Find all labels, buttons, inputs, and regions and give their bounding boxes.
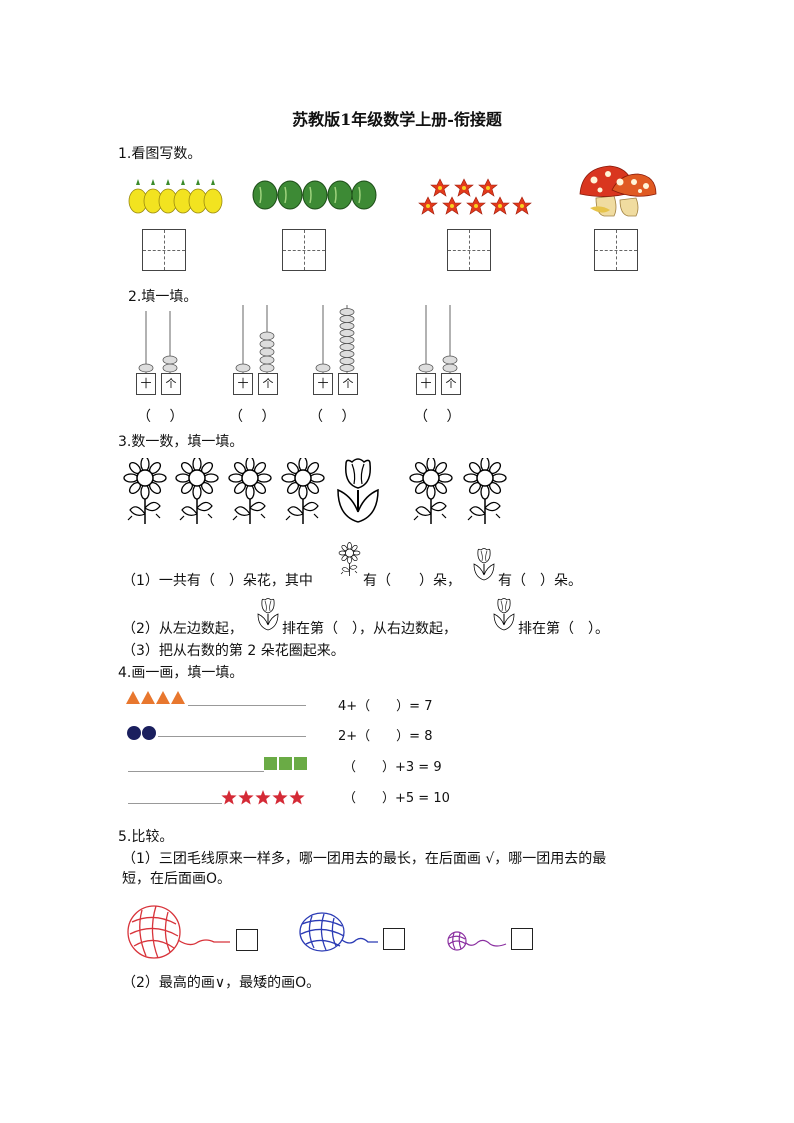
- blue-yarn-ball: [299, 912, 378, 952]
- abacus-4: [418, 305, 458, 373]
- answer-grid-2[interactable]: [282, 229, 326, 271]
- squares-row: [264, 757, 307, 770]
- answer-box-red[interactable]: [236, 929, 258, 951]
- daisy-flower-6: [463, 458, 507, 525]
- tulip-flower: [337, 458, 379, 523]
- tens-box-1: 十: [136, 373, 156, 395]
- equation-1: 4+（ ）= 7: [338, 699, 433, 714]
- q3-line2-part1: （2）从左边数起，: [122, 621, 243, 637]
- q3-line3: （3）把从右数的第 2 朵花圈起来。: [122, 643, 345, 659]
- triangle-2: [141, 691, 155, 704]
- q3-line2-part2: 排在第（ ），从右边数起，: [282, 621, 457, 637]
- dot-circle-1: [127, 726, 141, 740]
- q3-heading: 3.数一数，填一填。: [118, 434, 244, 450]
- daisy-flower-4: [281, 458, 325, 525]
- square-2: [279, 757, 292, 770]
- blank-1[interactable]: （ ）: [137, 409, 184, 425]
- q5-p2: （2）最高的画∨，最矮的画O。: [122, 975, 321, 991]
- tulip-icon: [493, 598, 515, 631]
- q5-heading: 5.比较。: [118, 829, 174, 845]
- triangle-3: [156, 691, 170, 704]
- page-title: 苏教版1年级数学上册-衔接题: [292, 110, 502, 129]
- triangle-1: [126, 691, 140, 704]
- peppers-picture: [252, 180, 377, 210]
- answer-line-1[interactable]: [188, 705, 306, 706]
- square-3: [294, 757, 307, 770]
- q4-heading: 4.画一画，填一填。: [118, 665, 244, 681]
- answer-grid-1[interactable]: [142, 229, 186, 271]
- q3-line1-part1: （1）一共有（ ）朵花，其中: [122, 573, 313, 589]
- dot-circle-2: [142, 726, 156, 740]
- triangles-row: [126, 691, 185, 704]
- daisy-icon: [338, 542, 361, 577]
- circles-row: [127, 726, 156, 740]
- blank-4[interactable]: （ ）: [414, 409, 461, 425]
- tulip-icon: [473, 548, 495, 581]
- answer-line-4[interactable]: [128, 803, 222, 804]
- q1-heading: 1.看图写数。: [118, 146, 202, 162]
- red-flowers-picture: [418, 178, 532, 215]
- q5-p1-line1: （1）三团毛线原来一样多，哪一团用去的最长，在后面画 √，哪一团用去的最: [122, 851, 607, 867]
- answer-box-blue[interactable]: [383, 928, 405, 950]
- ones-box-2: 个: [258, 373, 278, 395]
- daisy-flower-5: [409, 458, 453, 525]
- star-3: [255, 790, 271, 805]
- star-1: [221, 790, 237, 805]
- q3-line1-part3: 有（ ）朵。: [498, 573, 582, 589]
- daisy-flower-2: [175, 458, 219, 525]
- abacus-1: [138, 311, 178, 373]
- blank-2[interactable]: （ ）: [229, 409, 276, 425]
- square-1: [264, 757, 277, 770]
- star-2: [238, 790, 254, 805]
- answer-line-3[interactable]: [128, 771, 264, 772]
- blank-3[interactable]: （ ）: [309, 409, 356, 425]
- equation-2: 2+（ ）= 8: [338, 729, 433, 744]
- pears-picture: [128, 179, 223, 214]
- abacus-3: [315, 305, 355, 373]
- tens-box-2: 十: [233, 373, 253, 395]
- triangle-4: [171, 691, 185, 704]
- daisy-flower-3: [228, 458, 272, 525]
- tulip-icon: [257, 598, 279, 631]
- abacus-2: [235, 305, 275, 373]
- answer-box-purple[interactable]: [511, 928, 533, 950]
- q2-heading: 2.填一填。: [128, 289, 198, 305]
- red-yarn-ball: [127, 905, 230, 959]
- tens-box-3: 十: [313, 373, 333, 395]
- stars-row: [221, 790, 305, 805]
- ones-box-3: 个: [338, 373, 358, 395]
- q3-line1-part2: 有（ ）朵，: [363, 573, 461, 589]
- q3-line2-part3: 排在第（ ）。: [518, 621, 609, 637]
- answer-line-2[interactable]: [158, 736, 306, 737]
- purple-yarn-ball: [447, 931, 507, 951]
- mushrooms-picture: [579, 165, 657, 217]
- ones-box-4: 个: [441, 373, 461, 395]
- equation-3: （ ）+3 = 9: [343, 760, 442, 775]
- daisy-flower-1: [123, 458, 167, 525]
- star-5: [289, 790, 305, 805]
- answer-grid-3[interactable]: [447, 229, 491, 271]
- answer-grid-4[interactable]: [594, 229, 638, 271]
- q5-p1-line2: 短，在后面画O。: [122, 871, 232, 887]
- ones-box-1: 个: [161, 373, 181, 395]
- tens-box-4: 十: [416, 373, 436, 395]
- equation-4: （ ）+5 = 10: [343, 791, 450, 806]
- star-4: [272, 790, 288, 805]
